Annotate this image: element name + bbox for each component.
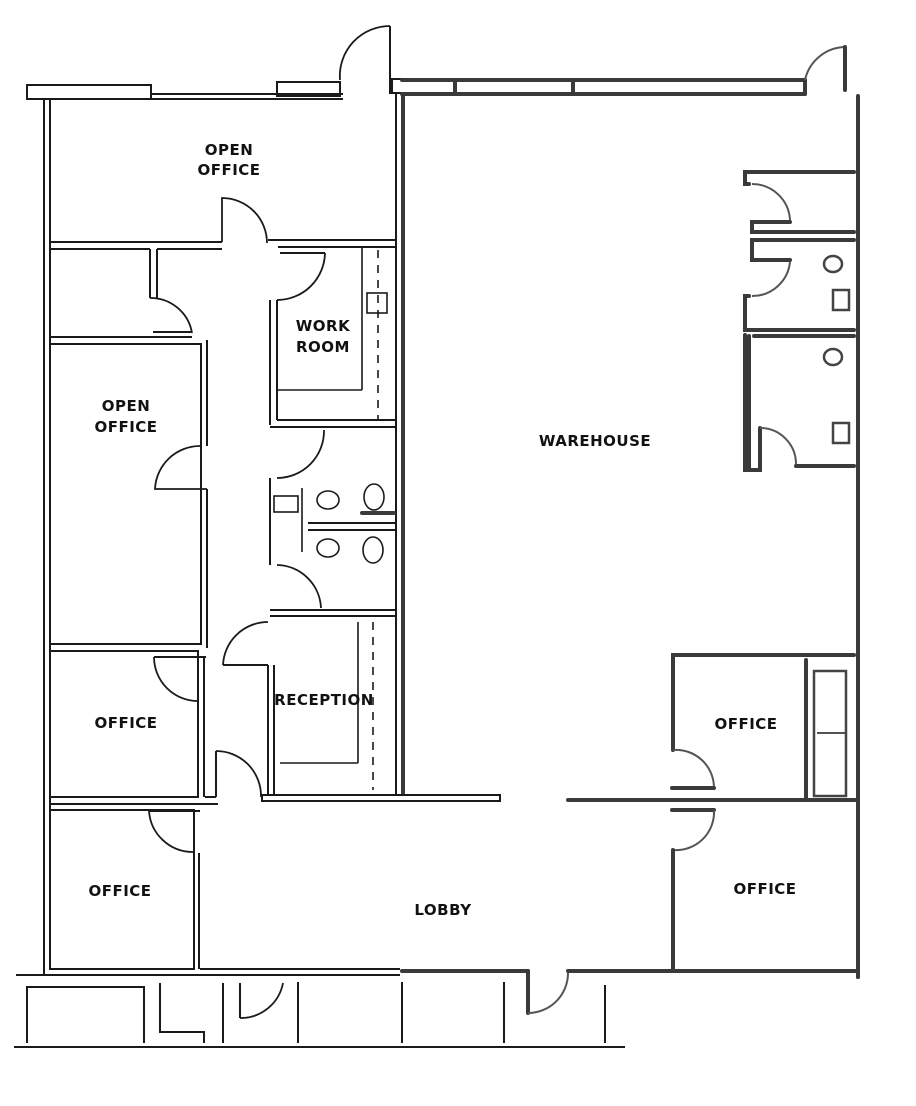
warehouse-walls bbox=[400, 45, 860, 1015]
room-label-work-room: WORK bbox=[296, 317, 351, 335]
office-wing-walls bbox=[16, 25, 501, 976]
exterior-walkway bbox=[14, 982, 625, 1048]
room-label-warehouse: WAREHOUSE bbox=[539, 432, 651, 450]
room-label-office: OFFICE bbox=[714, 715, 777, 733]
room-label-open-office-mid: OFFICE bbox=[94, 418, 157, 436]
room-label-reception: RECEPTION bbox=[274, 691, 374, 709]
room-label-open-office-top: OPEN bbox=[205, 141, 254, 159]
room-label-lobby: LOBBY bbox=[414, 901, 472, 919]
room-label-open-office-mid: OPEN bbox=[102, 397, 151, 415]
room-label-work-room: ROOM bbox=[296, 338, 350, 356]
room-label-office: OFFICE bbox=[733, 880, 796, 898]
room-label-office: OFFICE bbox=[94, 714, 157, 732]
room-labels: OPEN OFFICE WORK ROOM OPEN OFFICE RECEPT… bbox=[88, 141, 796, 919]
room-label-office: OFFICE bbox=[88, 882, 151, 900]
room-label-open-office-top: OFFICE bbox=[197, 161, 260, 179]
